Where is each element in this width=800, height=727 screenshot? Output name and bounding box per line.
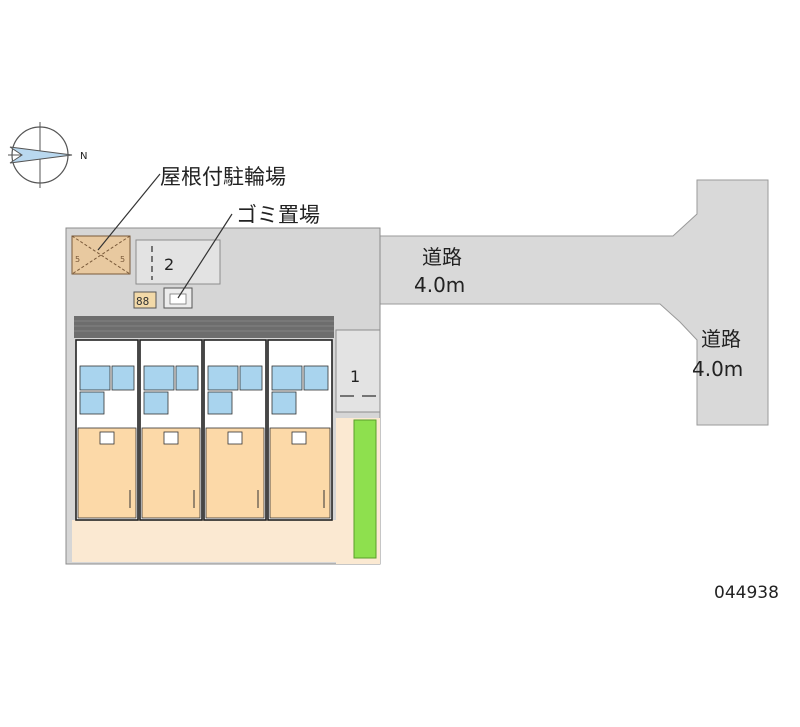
unit-3 [203,339,267,521]
parking-space-1: 1 [335,329,381,413]
mailbox: 88 [133,291,157,309]
road-main-name: 道路 [422,245,462,269]
bike-shelter: 5 5 [71,235,131,275]
access-corridor [74,316,334,338]
bike-shelter-label: 屋根付駐輪場 [160,165,286,189]
unit-2 [139,339,203,521]
garbage-label: ゴミ置場 [236,203,320,227]
road-side-name: 道路 [701,327,741,351]
property-id: 044938 [714,583,779,603]
road-side-width: 4.0m [692,357,743,381]
compass-north-label: N [80,151,87,162]
svg-text:5: 5 [120,255,125,264]
rear-garden [72,520,352,562]
apartment-units [75,339,333,521]
bike-shelter-leader [97,173,161,251]
unit-4 [267,339,333,521]
parking-1-label: 1 [350,367,360,386]
road-main-width: 4.0m [414,273,465,297]
svg-text:88: 88 [136,295,149,308]
unit-1 [75,339,139,521]
parking-2-label: 2 [164,255,174,274]
compass-icon: N [8,122,87,188]
green-planting-strip [353,419,377,559]
garbage-leader [177,213,233,299]
svg-text:5: 5 [75,255,80,264]
parking-space-2: 2 [135,239,221,285]
